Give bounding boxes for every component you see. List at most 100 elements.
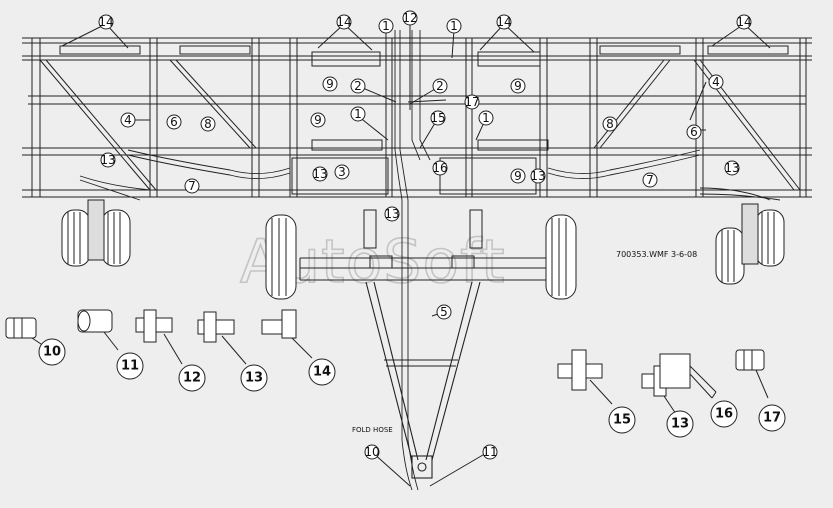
callout-number: 16 <box>715 407 733 422</box>
callout-balloon: 5 <box>436 304 452 320</box>
wheel-center-right <box>545 214 577 300</box>
callout-balloon: 10 <box>364 444 380 460</box>
callout-balloon: 4 <box>708 74 724 90</box>
callout-balloon: 4 <box>120 112 136 128</box>
callout-number: 6 <box>170 115 178 129</box>
elbow-fitting-icon <box>261 309 313 359</box>
wheel-left-outer <box>61 199 131 267</box>
callout-balloon: 6 <box>686 124 702 140</box>
callout-number: 1 <box>354 107 362 121</box>
cross-fitting-icon <box>557 349 613 405</box>
part-balloon: 14 <box>308 358 336 386</box>
callout-number: 11 <box>482 445 497 459</box>
callout-number: 7 <box>188 179 196 193</box>
callout-number: 1 <box>382 19 390 33</box>
callout-balloon: 13 <box>100 152 116 168</box>
part-balloon: 10 <box>38 338 66 366</box>
callout-balloon: 1 <box>350 106 366 122</box>
callout-number: 11 <box>121 359 139 374</box>
wheel-right-outer <box>715 203 785 285</box>
callout-number: 4 <box>124 113 132 127</box>
adapter-fitting-icon <box>77 309 119 351</box>
part-balloon: 13 <box>240 364 268 392</box>
callout-number: 2 <box>436 79 444 93</box>
callout-number: 12 <box>402 11 417 25</box>
bulkhead-fitting-icon <box>735 349 769 399</box>
fold-hose-label: FOLD HOSE <box>352 426 393 434</box>
callout-number: 17 <box>464 95 479 109</box>
implement-frame <box>22 37 812 281</box>
callout-number: 13 <box>671 417 689 432</box>
callout-balloon: 15 <box>430 110 446 126</box>
wheel-center-left <box>265 214 297 300</box>
callout-number: 4 <box>712 75 720 89</box>
callout-balloon: 8 <box>602 116 618 132</box>
callout-number: 13 <box>100 153 115 167</box>
callout-balloon: 1 <box>478 110 494 126</box>
callout-number: 7 <box>646 173 654 187</box>
part-balloon: 12 <box>178 364 206 392</box>
callout-number: 9 <box>514 79 522 93</box>
callout-balloon: 12 <box>402 10 418 26</box>
callout-number: 13 <box>530 169 545 183</box>
part-balloon: 11 <box>116 352 144 380</box>
callout-number: 9 <box>514 169 522 183</box>
callout-balloon: 1 <box>446 18 462 34</box>
callout-number: 14 <box>313 365 331 380</box>
callout-number: 17 <box>763 411 781 426</box>
callout-balloon: 13 <box>384 206 400 222</box>
valve-body-icon <box>659 353 717 399</box>
callout-balloon: 7 <box>184 178 200 194</box>
callout-balloon: 16 <box>432 160 448 176</box>
hydraulic-hoses <box>79 30 781 491</box>
callout-number: 9 <box>314 113 322 127</box>
callout-balloon: 1 <box>378 18 394 34</box>
callout-balloon: 2 <box>350 78 366 94</box>
callout-number: 15 <box>613 413 631 428</box>
callout-balloon: 14 <box>98 14 114 30</box>
straight-fitting-icon <box>5 317 45 347</box>
callout-balloon: 11 <box>482 444 498 460</box>
callout-number: 8 <box>204 117 212 131</box>
callout-balloon: 3 <box>334 164 350 180</box>
callout-number: 13 <box>312 167 327 181</box>
callout-balloon: 13 <box>530 168 546 184</box>
part-balloon: 16 <box>710 400 738 428</box>
callout-balloon: 14 <box>336 14 352 30</box>
callout-number: 14 <box>736 15 751 29</box>
callout-number: 9 <box>326 77 334 91</box>
callout-balloon: 9 <box>510 78 526 94</box>
callout-number: 13 <box>245 371 263 386</box>
callout-balloon: 9 <box>510 168 526 184</box>
callout-number: 15 <box>430 111 445 125</box>
callout-number: 1 <box>482 111 490 125</box>
callout-number: 3 <box>338 165 346 179</box>
part-balloon: 13 <box>666 410 694 438</box>
callout-balloon: 14 <box>496 14 512 30</box>
callout-number: 16 <box>432 161 447 175</box>
part-callouts: 10 11 12 13 14 15 13 16 17 <box>38 338 786 438</box>
drawing-id-label: 700353.WMF 3-6-08 <box>616 250 697 259</box>
callout-number: 2 <box>354 79 362 93</box>
callout-balloon: 17 <box>464 94 480 110</box>
callout-number: 10 <box>364 445 379 459</box>
run-tee-fitting-icon <box>197 311 247 365</box>
callout-number: 8 <box>606 117 614 131</box>
callout-balloon: 9 <box>322 76 338 92</box>
tee-fitting-icon <box>135 309 183 365</box>
callout-number: 5 <box>440 305 448 319</box>
parts-legend <box>5 309 769 415</box>
callout-number: 13 <box>384 207 399 221</box>
callout-number: 13 <box>724 161 739 175</box>
callout-balloon: 2 <box>432 78 448 94</box>
callout-number: 14 <box>496 15 511 29</box>
callout-balloon: 6 <box>166 114 182 130</box>
callout-number: 6 <box>690 125 698 139</box>
callout-number: 1 <box>450 19 458 33</box>
callout-balloon: 9 <box>310 112 326 128</box>
callout-number: 14 <box>98 15 113 29</box>
callout-balloon: 7 <box>642 172 658 188</box>
callout-balloon: 13 <box>312 166 328 182</box>
part-balloon: 17 <box>758 404 786 432</box>
